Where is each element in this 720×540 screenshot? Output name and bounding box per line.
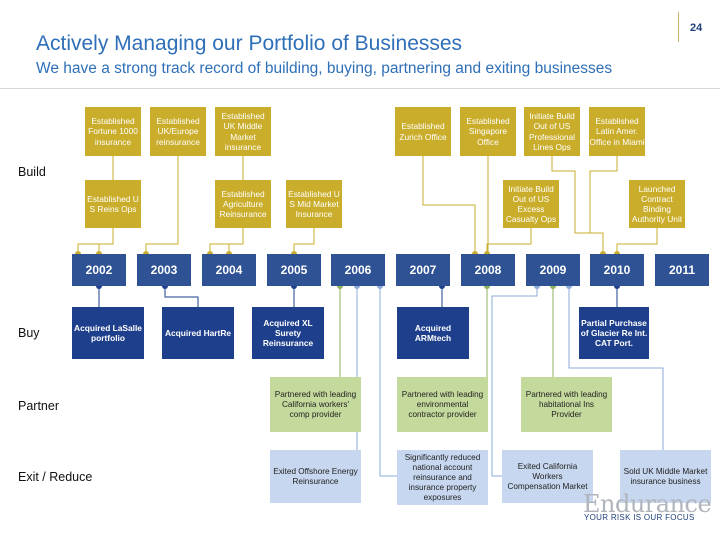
partner-environmental-contractor: Partnered with leading environmental con… bbox=[397, 377, 488, 432]
exit-offshore-energy: Exited Offshore Energy Reinsurance bbox=[270, 450, 361, 503]
connector-exit-california bbox=[491, 286, 538, 477]
buy-hartre: Acquired HartRe bbox=[162, 307, 234, 359]
connector-build-zurich bbox=[422, 156, 476, 254]
year-2002: 2002 bbox=[72, 254, 126, 286]
year-2005: 2005 bbox=[267, 254, 321, 286]
row-label-exit: Exit / Reduce bbox=[18, 470, 93, 484]
year-2009: 2009 bbox=[526, 254, 580, 286]
build-zurich-office: Established Zurich Office bbox=[395, 107, 451, 156]
slide-title: Actively Managing our Portfolio of Busin… bbox=[36, 32, 463, 55]
year-2003: 2003 bbox=[137, 254, 191, 286]
exit-california-workers-comp: Exited California Workers Compensation M… bbox=[502, 450, 593, 503]
buy-glacier-re: Partial Purchase of Glacier Re Int. CAT … bbox=[579, 307, 649, 359]
buy-xl-surety: Acquired XL Surety Reinsurance bbox=[252, 307, 324, 359]
exit-uk-middle-market: Sold UK Middle Market insurance business bbox=[620, 450, 711, 503]
build-us-mid-market: Established U S Mid Market Insurance bbox=[286, 180, 342, 228]
build-agriculture-reinsurance: Established Agriculture Reinsurance bbox=[215, 180, 271, 228]
connector-build-cba bbox=[616, 228, 658, 254]
year-2004: 2004 bbox=[202, 254, 256, 286]
connector-build-us-mm bbox=[293, 228, 315, 254]
partner-california-workers-comp: Partnered with leading California worker… bbox=[270, 377, 361, 432]
buy-armtech: Acquired ARMtech bbox=[397, 307, 469, 359]
title-underline bbox=[0, 88, 720, 89]
page-number: 24 bbox=[690, 22, 703, 34]
build-us-reins-ops: Established U S Reins Ops bbox=[85, 180, 141, 228]
year-2007: 2007 bbox=[396, 254, 450, 286]
build-us-professional-lines: Initiate Build Out of US Professional Li… bbox=[524, 107, 580, 156]
buy-lasalle-portfolio: Acquired LaSalle portfolio bbox=[72, 307, 144, 359]
year-2006: 2006 bbox=[331, 254, 385, 286]
endurance-logo: Endurance bbox=[583, 490, 712, 518]
build-us-excess-casualty: Initiate Build Out of US Excess Casualty… bbox=[503, 180, 559, 228]
build-singapore-office: Established Singapore Office bbox=[460, 107, 516, 156]
build-fortune-1000: Established Fortune 1000 insurance bbox=[85, 107, 141, 156]
connector-build-uk-europe bbox=[145, 156, 179, 254]
build-uk-europe-reinsurance: Established UK/Europe reinsurance bbox=[150, 107, 206, 156]
year-2008: 2008 bbox=[461, 254, 515, 286]
logo-tagline: YOUR RISK IS OUR FOCUS bbox=[584, 513, 695, 522]
build-contract-binding-unit: Launched Contract Binding Authority Unit bbox=[629, 180, 685, 228]
connector-build-us-reins bbox=[98, 228, 114, 254]
connector-exit-uk-mm bbox=[568, 286, 664, 450]
year-2011: 2011 bbox=[655, 254, 709, 286]
row-label-build: Build bbox=[18, 165, 46, 179]
slide-subtitle: We have a strong track record of buildin… bbox=[36, 60, 613, 77]
build-latin-america-office: Established Latin Amer. Office in Miami bbox=[589, 107, 645, 156]
connector-build-excess bbox=[486, 228, 532, 254]
connector-exit-national bbox=[379, 286, 397, 477]
build-uk-middle-market: Established UK Middle Market insurance bbox=[215, 107, 271, 156]
year-2010: 2010 bbox=[590, 254, 644, 286]
header-divider bbox=[678, 12, 679, 42]
connector-buy-hartre bbox=[164, 286, 199, 307]
exit-national-account-reduction: Significantly reduced national account r… bbox=[397, 450, 488, 505]
row-label-partner: Partner bbox=[18, 399, 59, 413]
connector-build-prof-lines bbox=[551, 156, 604, 254]
row-label-buy: Buy bbox=[18, 326, 40, 340]
connector-build-latam bbox=[589, 156, 618, 234]
connector-build-agri bbox=[228, 228, 244, 254]
partner-habitational-provider: Partnered with leading habitational Ins … bbox=[521, 377, 612, 432]
